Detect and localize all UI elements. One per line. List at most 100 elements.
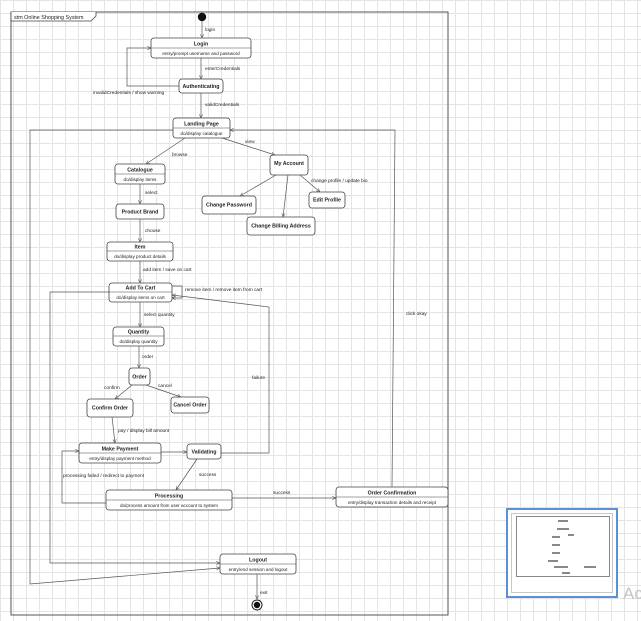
transition-invalid-credentials[interactable]: invalidCredentials / show warning — [93, 48, 179, 96]
state-processing[interactable]: Processing do/process amount from user a… — [105, 489, 233, 511]
transition-label: enterCredentials — [205, 66, 241, 72]
state-name: Cancel Order — [173, 403, 206, 409]
state-name: Landing Page — [184, 122, 219, 128]
state-order[interactable]: Order — [128, 367, 151, 386]
state-action: entry/display payment method — [89, 456, 151, 461]
transition-add-item[interactable]: add item / save on cart — [140, 261, 192, 283]
transition-login[interactable]: login — [202, 21, 215, 38]
state-add-to-cart[interactable]: Add To Cart do/display items on cart — [108, 282, 173, 303]
state-login[interactable]: Login entry/prompt username and password — [150, 37, 252, 59]
state-name: Order Confirmation — [368, 491, 417, 497]
transition-label: validCredentials — [205, 102, 240, 108]
transition-pay[interactable]: pay / display bill amount — [111, 416, 170, 443]
state-name: Change Password — [206, 203, 252, 209]
transition-label: success — [273, 491, 291, 496]
state-name: Confirm Order — [92, 406, 128, 412]
frame-title: stm Online Shopping System — [14, 15, 84, 21]
transition-label: order — [142, 354, 154, 360]
state-name: Validating — [191, 450, 216, 456]
transition-order[interactable]: order — [139, 346, 154, 368]
diagram-frame: stm Online Shopping System — [10, 11, 449, 616]
transition-label: cancel — [158, 383, 172, 389]
state-cancel-order[interactable]: Cancel Order — [170, 396, 210, 414]
transition-view[interactable]: view — [221, 137, 275, 155]
transition-confirm[interactable]: confirm — [104, 384, 133, 399]
transition-browse[interactable]: browse — [146, 137, 188, 164]
state-name: Add To Cart — [126, 286, 156, 292]
state-name: Quantity — [128, 330, 150, 336]
state-order-confirmation[interactable]: Order Confirmation entry/display transac… — [335, 486, 449, 508]
final-pseudostate[interactable] — [251, 599, 263, 611]
state-name: Item — [135, 245, 146, 251]
transition-label: success — [199, 473, 217, 478]
state-landing-page[interactable]: Landing Page do/display catalogue — [172, 117, 231, 139]
transition-click-okay[interactable]: click okay — [230, 130, 427, 488]
state-action: do/display catalogue — [181, 131, 223, 136]
transition-enter-credentials[interactable]: enterCredentials — [201, 58, 241, 79]
transition-label: select — [145, 190, 158, 196]
transition-label: click okay — [406, 311, 427, 317]
transition-success-validating[interactable]: success — [176, 458, 217, 490]
transition-change-profile[interactable]: change profile / update bio — [299, 174, 368, 192]
state-action: do/display product details — [114, 254, 167, 259]
transition-label: change profile / update bio — [311, 178, 368, 184]
transition-cancel[interactable]: cancel — [145, 383, 181, 397]
state-name: Catalogue — [127, 168, 153, 174]
state-my-account[interactable]: My Account — [269, 154, 309, 176]
minimap-panel[interactable] — [506, 508, 618, 598]
activation-watermark: Ac — [623, 584, 641, 603]
state-name: Edit Profile — [313, 198, 341, 204]
minimap-viewport[interactable] — [511, 513, 613, 593]
state-name: Order — [132, 375, 146, 381]
transition-landing-to-logout[interactable] — [29, 129, 220, 585]
transition-failure[interactable]: failure — [172, 295, 270, 454]
transition-valid-credentials[interactable]: validCredentials — [201, 93, 240, 118]
state-name: Change Billing Address — [251, 224, 311, 230]
state-logout[interactable]: Logout entry/end session and logout — [219, 553, 297, 575]
state-edit-profile[interactable]: Edit Profile — [308, 191, 346, 209]
transition-add-to-cart-to-logout[interactable] — [49, 291, 220, 563]
transition-label: choose — [145, 228, 161, 234]
state-name: Authenticating — [182, 84, 219, 90]
transition-processing-failed[interactable]: processing failed / redirect to payment — [61, 451, 145, 504]
state-confirm-order[interactable]: Confirm Order — [86, 398, 134, 418]
transition-my-account-to-change-password[interactable] — [240, 174, 277, 196]
transition-label: confirm — [104, 385, 120, 391]
transition-select-quantity[interactable]: select quantity — [140, 302, 175, 327]
transition-label: browse — [172, 152, 188, 158]
initial-pseudostate[interactable] — [197, 12, 207, 22]
state-action: do/display items on cart — [116, 295, 165, 300]
state-product-brand[interactable]: Product Brand — [115, 203, 165, 220]
transition-remove-item[interactable]: remove item / remove item from cart — [172, 285, 263, 298]
state-name: My Account — [274, 161, 304, 167]
state-change-password[interactable]: Change Password — [201, 195, 257, 215]
state-action: entry/display transaction details and re… — [348, 500, 437, 505]
transition-select[interactable]: select — [140, 184, 158, 204]
transition-label: login — [205, 27, 215, 33]
transition-success-processing[interactable]: success — [232, 491, 336, 498]
transition-label: failure — [252, 375, 265, 381]
state-authenticating[interactable]: Authenticating — [178, 78, 224, 94]
transition-label: pay / display bill amount — [118, 428, 170, 434]
state-make-payment[interactable]: Make Payment entry/display payment metho… — [78, 442, 162, 464]
transition-choose[interactable]: choose — [140, 219, 161, 242]
state-catalogue[interactable]: Catalogue do/display items — [114, 163, 166, 185]
state-action: entry/prompt username and password — [162, 51, 240, 56]
state-action: do/process amount from user account to s… — [120, 503, 218, 508]
state-name: Make Payment — [102, 447, 139, 453]
state-quantity[interactable]: Quantity do/display quantity — [112, 326, 165, 347]
state-name: Product Brand — [122, 210, 159, 216]
state-name: Logout — [249, 558, 267, 564]
state-name: Login — [194, 42, 208, 48]
transition-label: view — [245, 139, 255, 145]
transition-label: exit — [260, 590, 268, 596]
state-action: entry/end session and logout — [229, 567, 288, 572]
state-action: do/display items — [124, 177, 158, 182]
state-change-billing-address[interactable]: Change Billing Address — [246, 216, 316, 236]
transition-exit[interactable]: exit — [257, 574, 268, 599]
transition-label: remove item / remove item from cart — [185, 287, 263, 293]
state-item[interactable]: Item do/display product details — [106, 241, 174, 262]
transition-my-account-to-change-billing[interactable] — [283, 174, 289, 217]
state-validating[interactable]: Validating — [186, 443, 222, 460]
